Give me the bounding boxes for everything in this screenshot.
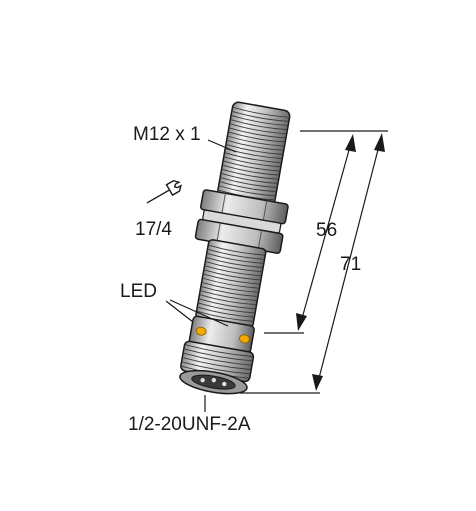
thread-line [220, 181, 276, 193]
thread-line [229, 127, 286, 139]
thread-line [225, 152, 281, 164]
thread-line [204, 269, 260, 281]
thread-line [226, 144, 283, 155]
thread-line [223, 160, 280, 172]
sensor-body [179, 101, 291, 395]
dimension-56-label: 56 [316, 220, 337, 241]
thread-line [184, 348, 252, 362]
thread-line [219, 185, 275, 197]
thread-line [222, 169, 278, 180]
thread-line [207, 253, 263, 264]
thread-line [183, 352, 252, 366]
lower-thread-lines [197, 244, 265, 322]
thread-line [206, 261, 262, 273]
connector-pin [222, 381, 227, 387]
dimension-71-label: 71 [340, 254, 361, 275]
thread-line [201, 286, 258, 297]
connector-pin [211, 377, 217, 383]
thread-line [201, 290, 257, 301]
thread-line [209, 244, 265, 256]
upper-thread-lines [218, 106, 289, 201]
thread-line [200, 294, 256, 306]
dimension-56 [296, 134, 356, 331]
thread-line [199, 298, 255, 310]
thread-line [203, 273, 260, 285]
wrench-icon [146, 179, 183, 204]
thread-line [182, 361, 250, 375]
leader-led-left [165, 300, 194, 323]
leader-thread-main [207, 139, 237, 153]
thread-line [220, 177, 277, 188]
dimension-71 [312, 133, 385, 391]
thread-line [230, 123, 286, 135]
thread-line [198, 302, 255, 314]
leader-led-right [169, 299, 229, 327]
thread-line [224, 156, 280, 168]
thread-connector-label: 1/2-20UNF-2A [128, 414, 251, 435]
thread-line [221, 173, 277, 184]
thread-line [205, 265, 261, 277]
thread-main-label: M12 x 1 [133, 124, 201, 145]
thread-line [232, 111, 288, 122]
thread-line [231, 115, 288, 126]
thread-line [223, 164, 279, 176]
thread-line [206, 257, 263, 268]
led-indicator-right [239, 334, 250, 344]
thread-line [198, 306, 254, 318]
wrench-size-label: 17/4 [135, 219, 172, 240]
led-label: LED [120, 281, 157, 302]
thread-line [233, 106, 289, 118]
thread-line [228, 131, 285, 143]
thread-line [227, 140, 283, 151]
connector-pin [200, 378, 205, 383]
led-indicator-left [195, 326, 207, 336]
thread-line [183, 357, 251, 370]
thread-line [208, 248, 264, 260]
thread-line [203, 277, 259, 289]
thread-line [228, 135, 284, 147]
thread-line [197, 311, 253, 322]
thread-line [231, 119, 287, 130]
thread-line [202, 282, 258, 293]
thread-line [185, 344, 253, 357]
